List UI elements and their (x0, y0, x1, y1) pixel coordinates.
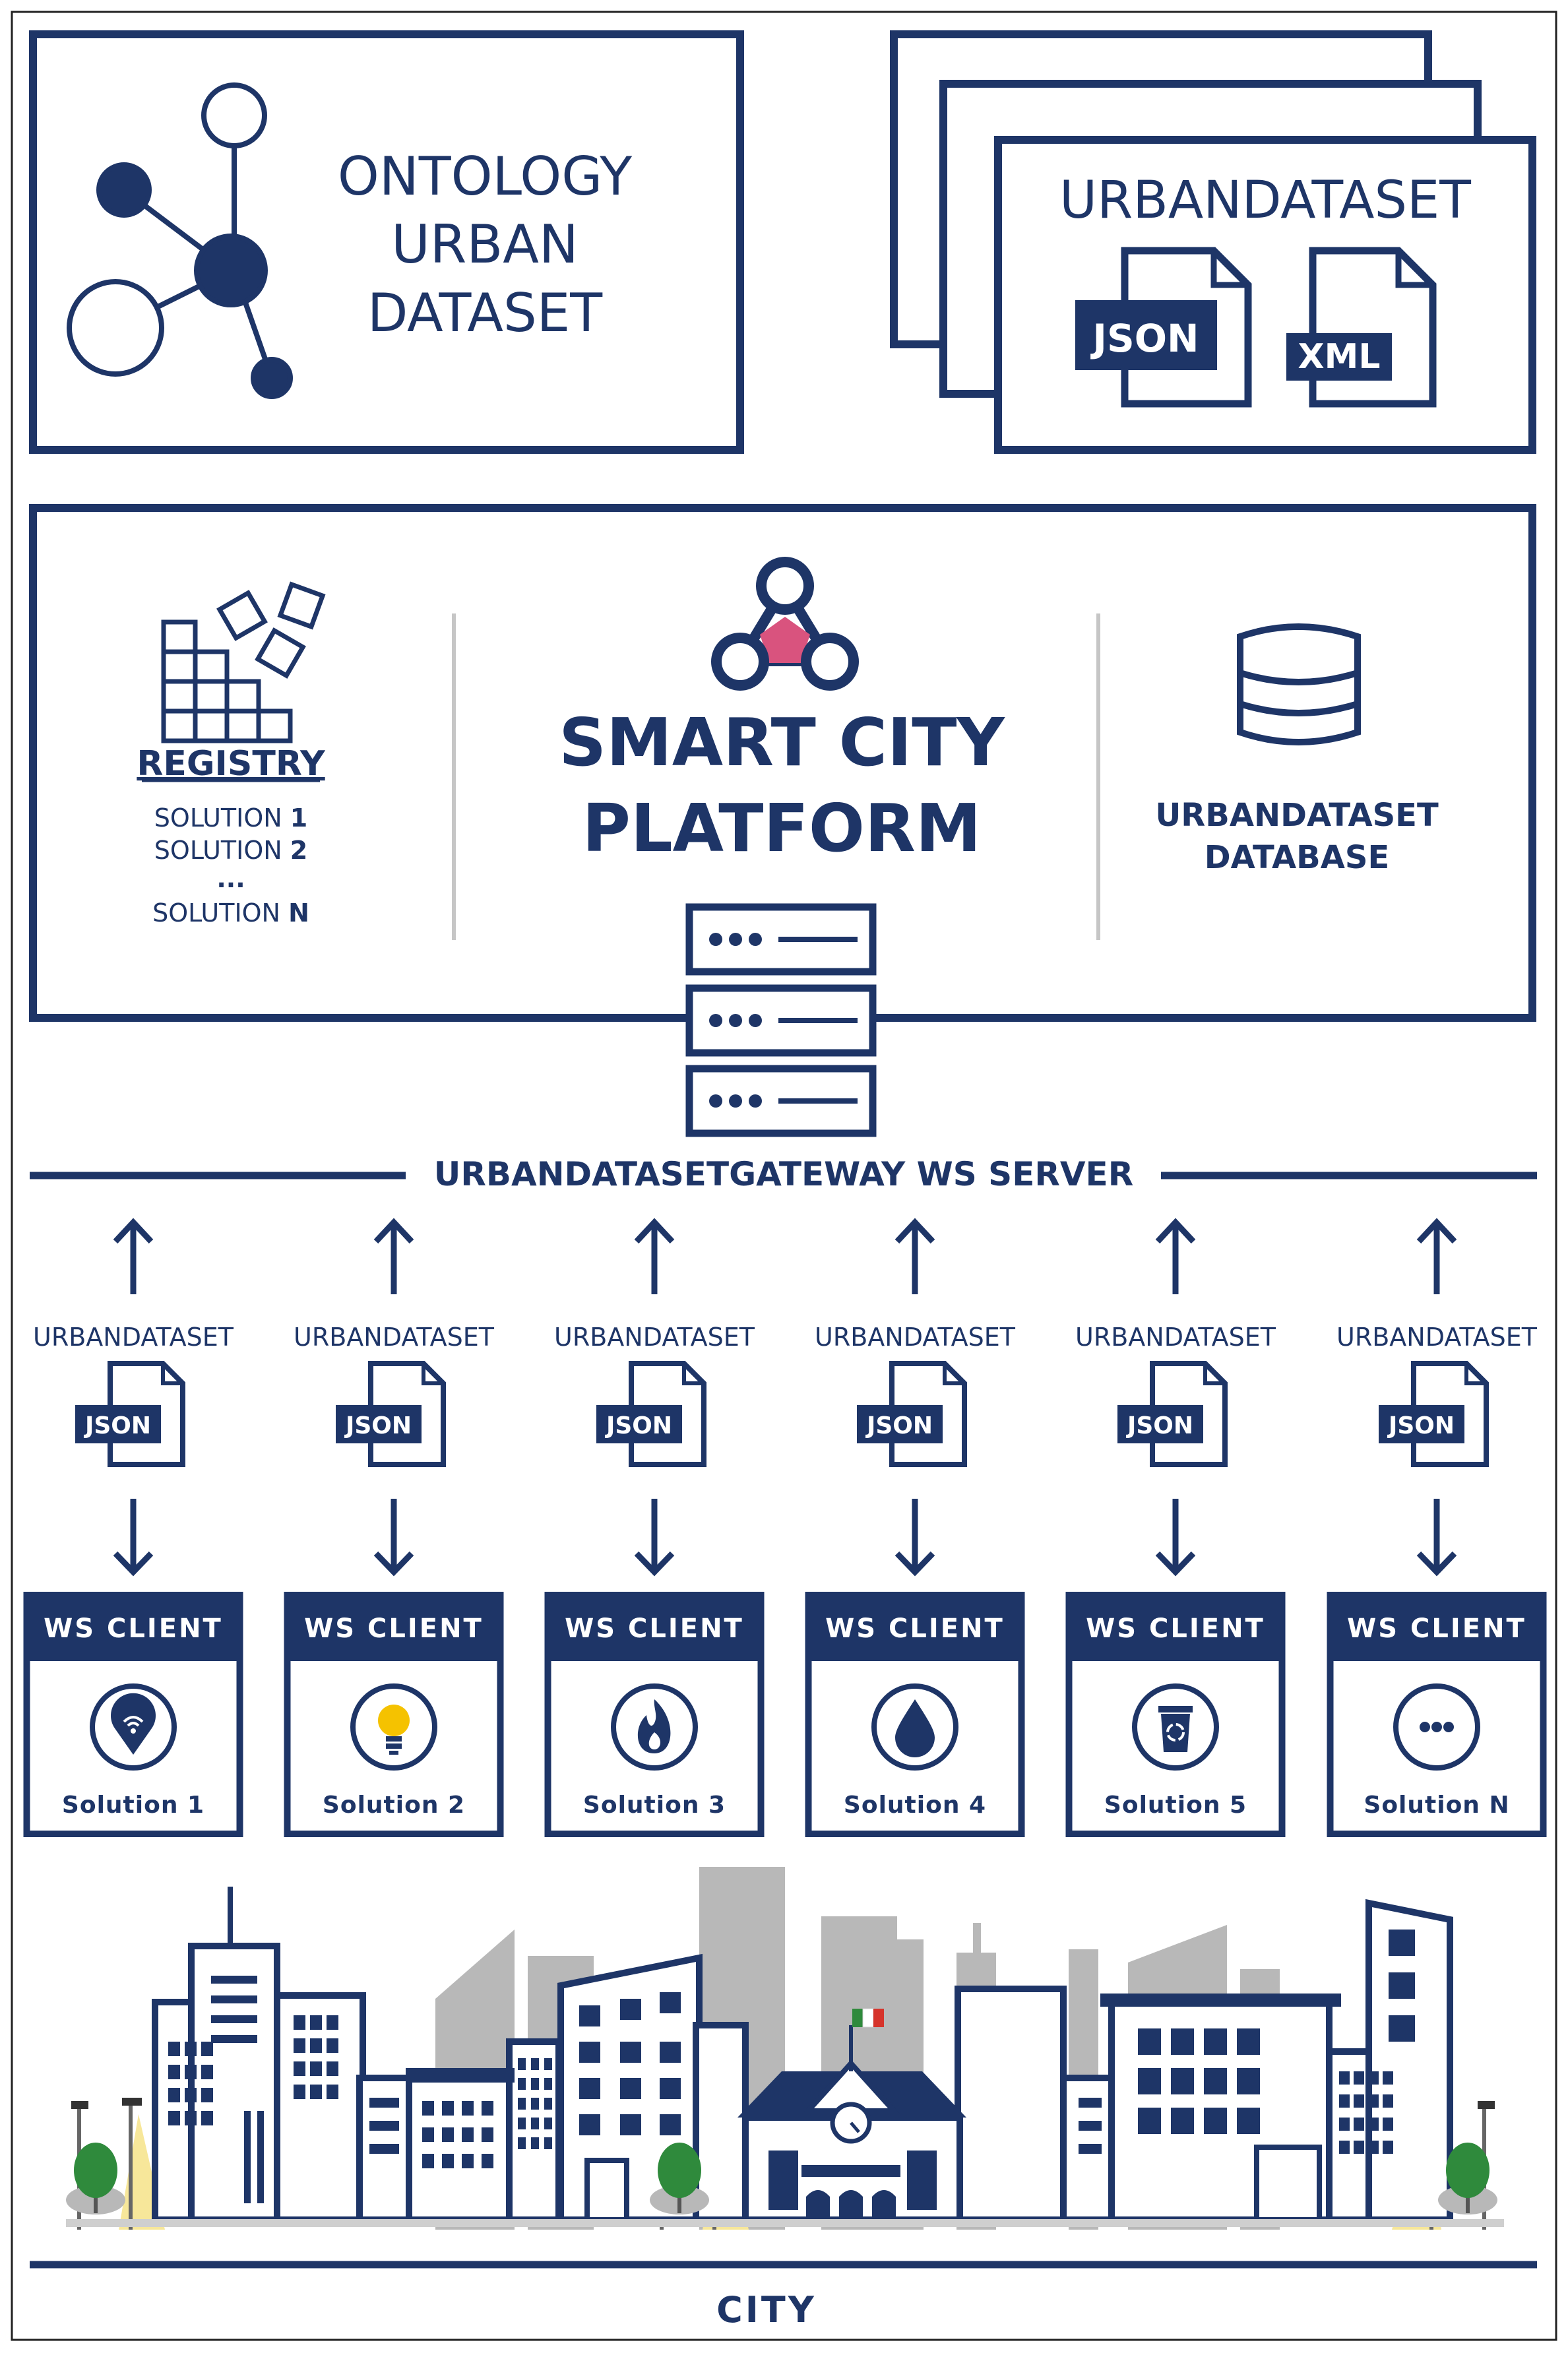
json-file-icon: JSON (75, 1361, 185, 1467)
arrow-down-icon (373, 1499, 414, 1577)
more-dots-icon (1393, 1683, 1480, 1771)
json-file-icon: JSON (1117, 1361, 1228, 1467)
ws-client-box: WS CLIENT Solution 2 (284, 1592, 504, 1837)
column-file-label: JSON (865, 1412, 933, 1439)
solution-label: Solution 3 (583, 1792, 726, 1819)
column-dataset-label: URBANDATASET (815, 1323, 1016, 1352)
ws-client-label: WS CLIENT (1347, 1614, 1526, 1644)
recycle-bin-icon (1132, 1683, 1219, 1771)
solution-label: Solution 4 (844, 1792, 986, 1819)
trees (66, 2143, 1497, 2214)
solution-column: URBANDATASET JSON WS CLIENT Solution 3 (544, 1218, 765, 1837)
column-dataset-label: URBANDATASET (1075, 1323, 1276, 1352)
arrow-up-icon (373, 1218, 414, 1294)
solution-label: Solution 2 (323, 1792, 465, 1819)
city-label: CITY (716, 2289, 817, 2331)
ontology-title-line-3: DATASET (367, 282, 603, 344)
ontology-title-line-2: URBAN (391, 214, 579, 275)
json-file-icon: JSON (1379, 1361, 1489, 1467)
registry-title: REGISTRY (137, 744, 326, 784)
registry-solution-ellipsis: ... (216, 864, 245, 893)
ontology-panel: ONTOLOGY URBAN DATASET (29, 30, 744, 454)
database-title-line-1: URBANDATASET (1155, 797, 1439, 834)
solution-column: URBANDATASET JSON WS CLIENT Solution 5 (1065, 1218, 1286, 1837)
solution-column: URBANDATASET JSON WS CLIENT Solution 1 (23, 1218, 243, 1837)
xml-file-label: XML (1298, 337, 1381, 377)
registry-solution-2: SOLUTION 2 (154, 836, 307, 865)
database-title-line-2: DATABASE (1205, 839, 1390, 876)
arrow-down-icon (1155, 1499, 1196, 1577)
ws-client-box: WS CLIENT Solution 3 (544, 1592, 765, 1837)
water-drop-icon (871, 1683, 958, 1771)
column-dataset-label: URBANDATASET (554, 1323, 755, 1352)
urbandataset-title: URBANDATASET (1059, 171, 1471, 230)
arrow-up-icon (1155, 1218, 1196, 1294)
ws-client-label: WS CLIENT (1086, 1614, 1265, 1644)
platform-logo-icon (711, 557, 859, 691)
ws-client-box: WS CLIENT Solution 5 (1065, 1592, 1286, 1837)
json-file-icon: JSON (1075, 247, 1252, 408)
ws-client-label: WS CLIENT (304, 1614, 484, 1644)
ws-client-box: WS CLIENT Solution 4 (805, 1592, 1025, 1837)
arrow-down-icon (894, 1499, 935, 1577)
json-file-label: JSON (1090, 316, 1199, 361)
lightbulb-icon (350, 1683, 437, 1771)
urbandataset-stack: URBANDATASET JSON XML (890, 30, 1536, 454)
arrow-up-icon (1416, 1218, 1457, 1294)
flame-icon (611, 1683, 698, 1771)
solution-column: URBANDATASET JSON WS CLIENT Solution N (1327, 1218, 1547, 1837)
outer-frame (11, 11, 1557, 2341)
json-file-icon: JSON (857, 1361, 967, 1467)
arrow-down-icon (1416, 1499, 1457, 1577)
platform-title-line-1: SMART CITY (559, 704, 1005, 781)
json-file-icon: JSON (336, 1361, 446, 1467)
column-file-label: JSON (1125, 1412, 1193, 1439)
blocks-icon (161, 581, 326, 743)
registry-solution-1: SOLUTION 1 (154, 803, 307, 832)
solution-label: Solution N (1364, 1792, 1509, 1819)
column-file-label: JSON (604, 1412, 672, 1439)
database-icon (1237, 623, 1361, 745)
arrow-up-icon (113, 1218, 154, 1294)
location-wifi-icon (90, 1683, 177, 1771)
column-dataset-label: URBANDATASET (33, 1323, 234, 1352)
ontology-box (29, 30, 744, 454)
xml-file-icon: XML (1286, 247, 1437, 408)
column-file-label: JSON (83, 1412, 151, 1439)
ws-client-box: WS CLIENT Solution N (1327, 1592, 1547, 1837)
solution-label: Solution 5 (1104, 1792, 1247, 1819)
urbandataset-front-card (994, 136, 1536, 454)
city-skyline-illustration (66, 1867, 1504, 2230)
solution-column: URBANDATASET JSON WS CLIENT Solution 2 (284, 1218, 504, 1837)
arrow-up-icon (634, 1218, 675, 1294)
ws-client-box: WS CLIENT Solution 1 (23, 1592, 243, 1837)
json-file-icon: JSON (596, 1361, 706, 1467)
solution-label: Solution 1 (62, 1792, 204, 1819)
ws-client-label: WS CLIENT (825, 1614, 1005, 1644)
column-file-label: JSON (344, 1412, 412, 1439)
registry-solution-n: SOLUTION N (152, 898, 309, 927)
ws-client-label: WS CLIENT (44, 1614, 223, 1644)
server-rack-icon (685, 903, 877, 1137)
gateway-bar: URBANDATASETGATEWAY WS SERVER (30, 1155, 1537, 1193)
gateway-label: URBANDATASETGATEWAY WS SERVER (434, 1155, 1133, 1193)
column-file-label: JSON (1387, 1412, 1455, 1439)
arrow-down-icon (113, 1499, 154, 1577)
solution-column: URBANDATASET JSON WS CLIENT Solution 4 (805, 1218, 1025, 1837)
graph-network-icon (67, 82, 293, 399)
town-hall (737, 2008, 966, 2223)
column-dataset-label: URBANDATASET (1336, 1323, 1538, 1352)
arrow-up-icon (894, 1218, 935, 1294)
arrow-down-icon (634, 1499, 675, 1577)
column-dataset-label: URBANDATASET (294, 1323, 495, 1352)
platform-title-line-2: PLATFORM (582, 790, 982, 867)
ws-client-label: WS CLIENT (565, 1614, 744, 1644)
ontology-title-line-1: ONTOLOGY (338, 146, 633, 207)
